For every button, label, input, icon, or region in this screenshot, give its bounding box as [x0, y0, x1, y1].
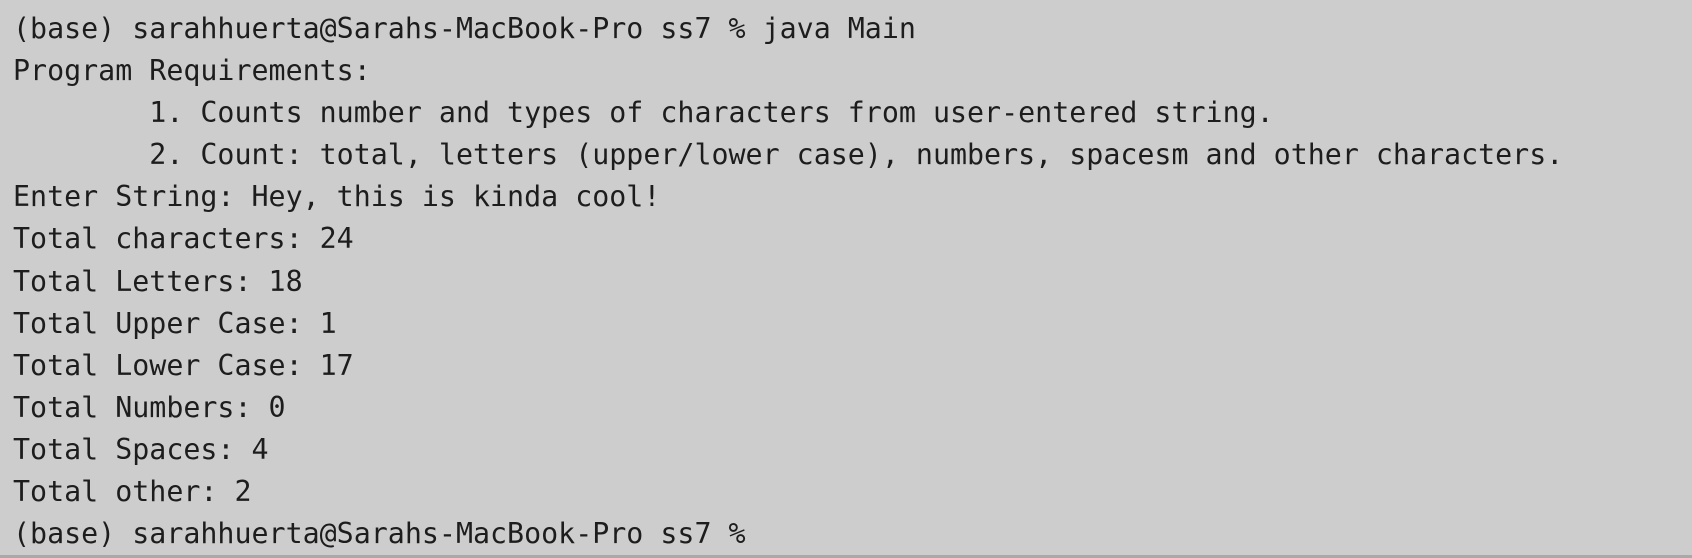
total-upper-case-line: Total Upper Case: 1 [13, 306, 337, 340]
string-input-line: Enter String: Hey, this is kinda cool! [13, 180, 661, 214]
terminal-prompt-line[interactable]: (base) sarahhuerta@Sarahs-MacBook-Pro ss… [13, 517, 746, 551]
requirement-item-2: 2. Count: total, letters (upper/lower ca… [13, 138, 1564, 172]
requirement-item-1: 1. Counts number and types of characters… [13, 96, 1274, 130]
total-characters-line: Total characters: 24 [13, 222, 354, 256]
bottom-divider [0, 555, 1692, 558]
total-other-line: Total other: 2 [13, 475, 252, 509]
program-requirements-heading: Program Requirements: [13, 54, 371, 88]
terminal-command-line: (base) sarahhuerta@Sarahs-MacBook-Pro ss… [13, 12, 916, 45]
total-lower-case-line: Total Lower Case: 17 [13, 348, 354, 382]
total-spaces-line: Total Spaces: 4 [13, 432, 269, 466]
total-letters-line: Total Letters: 18 [13, 264, 303, 298]
total-numbers-line: Total Numbers: 0 [13, 390, 286, 424]
terminal-output[interactable]: (base) sarahhuerta@Sarahs-MacBook-Pro ss… [13, 8, 1563, 555]
